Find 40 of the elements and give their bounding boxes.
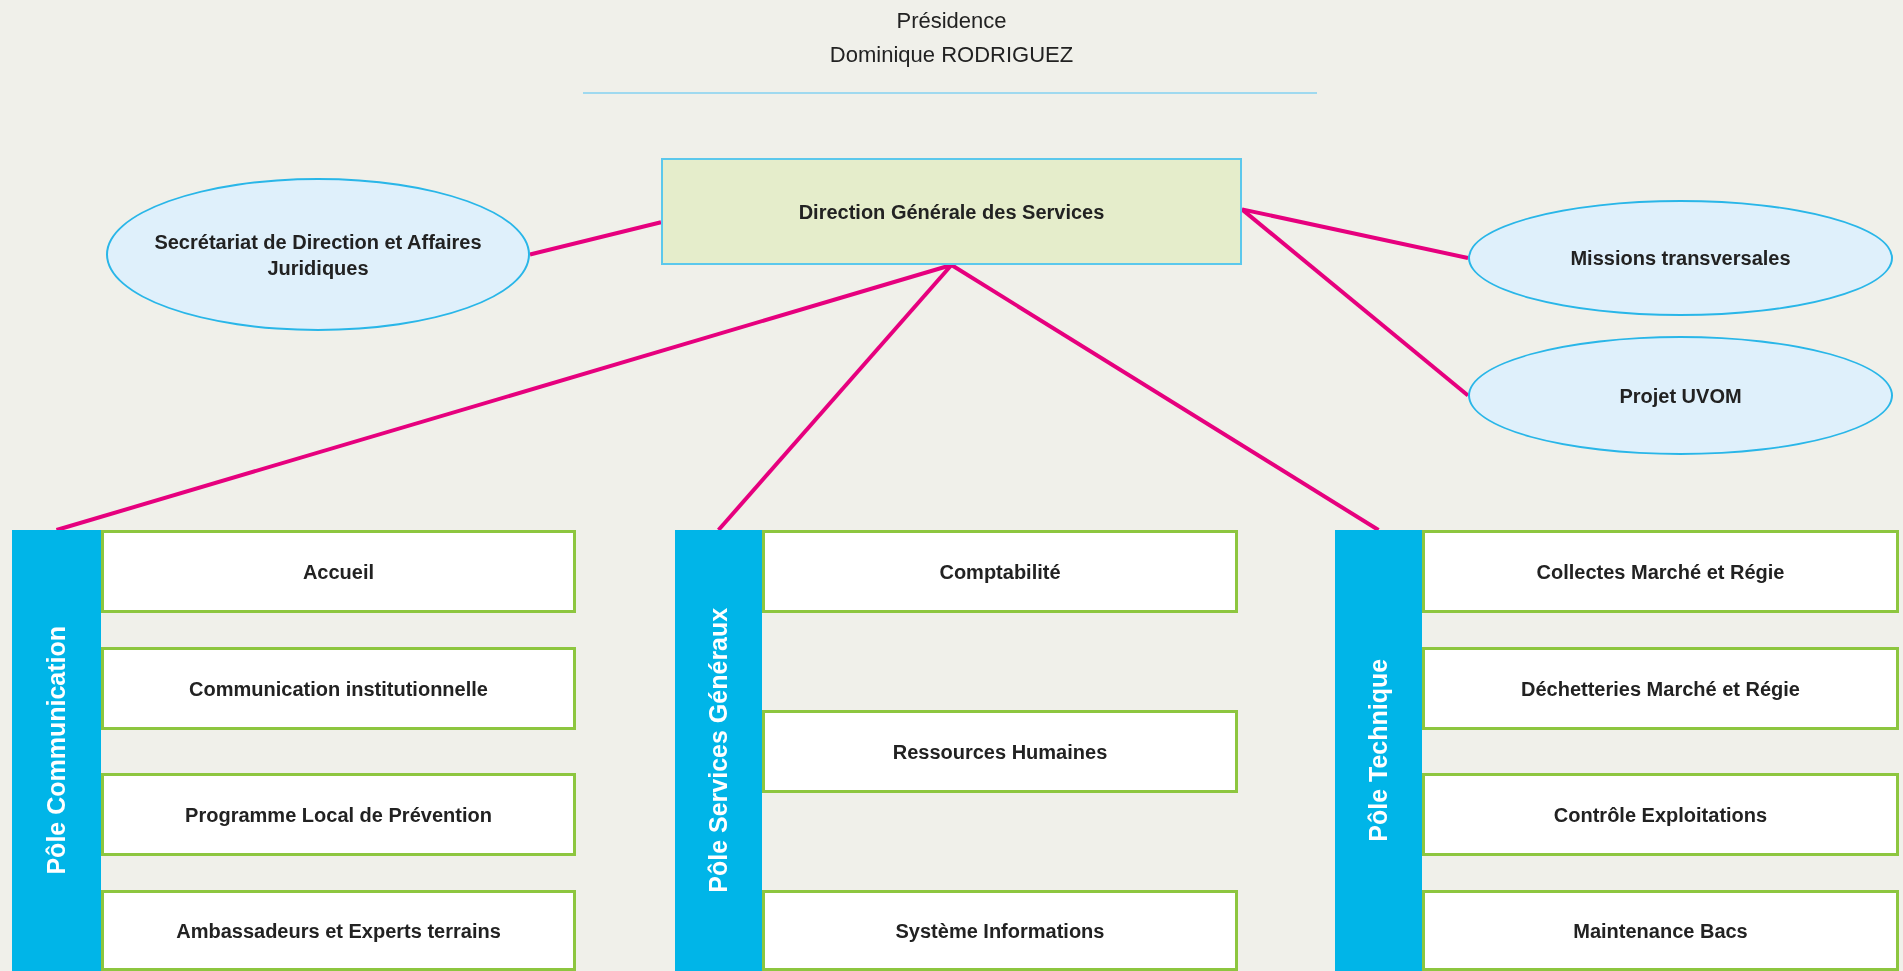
- pole-band: [1335, 530, 1422, 971]
- box-label: Ressources Humaines: [892, 739, 1108, 765]
- box-label: Programme Local de Prévention: [185, 802, 492, 828]
- service-box: [101, 890, 576, 971]
- pole-label: Pôle Technique: [1363, 659, 1394, 842]
- connector-line: [529, 220, 662, 257]
- pole-band: [675, 530, 762, 971]
- service-box: [762, 890, 1238, 971]
- box-label: Système Informations: [895, 918, 1105, 944]
- service-box: [1422, 773, 1899, 856]
- service-box: [1422, 647, 1899, 730]
- box-label: Communication institutionnelle: [189, 676, 488, 702]
- heading-text: Dominique RODRIGUEZ: [828, 42, 1075, 68]
- connector-line: [1241, 207, 1469, 260]
- pole-label: Pôle Services Généraux: [703, 608, 734, 893]
- connector-line: [1240, 207, 1470, 398]
- box-label: Contrôle Exploitations: [1553, 802, 1768, 828]
- service-box: [1422, 530, 1899, 613]
- connector-line: [950, 263, 1380, 532]
- box-label: Accueil: [302, 559, 375, 585]
- node-label: Secrétariat de Direction et Affaires Juridiques: [153, 229, 483, 281]
- service-box: [762, 710, 1238, 793]
- service-box: [101, 647, 576, 730]
- box-label: Collectes Marché et Régie: [1536, 559, 1785, 585]
- box-label: Maintenance Bacs: [1573, 918, 1748, 944]
- node-label: Missions transversales: [1569, 246, 1792, 271]
- node-label: Projet UVOM: [1618, 383, 1743, 409]
- pole-band: [12, 530, 101, 971]
- service-box: [1422, 890, 1899, 971]
- direction-box: [661, 158, 1242, 265]
- service-box: [101, 773, 576, 856]
- service-box: [101, 530, 576, 613]
- heading-text: Présidence: [895, 8, 1008, 34]
- pole-label: Pôle Communication: [41, 626, 72, 875]
- service-box: [762, 530, 1238, 613]
- box-label: Direction Générale des Services: [798, 199, 1105, 225]
- box-label: Comptabilité: [939, 559, 1061, 585]
- box-label: Ambassadeurs et Experts terrains: [176, 918, 501, 944]
- box-label: Déchetteries Marché et Régie: [1521, 676, 1800, 702]
- connector-line: [717, 263, 953, 532]
